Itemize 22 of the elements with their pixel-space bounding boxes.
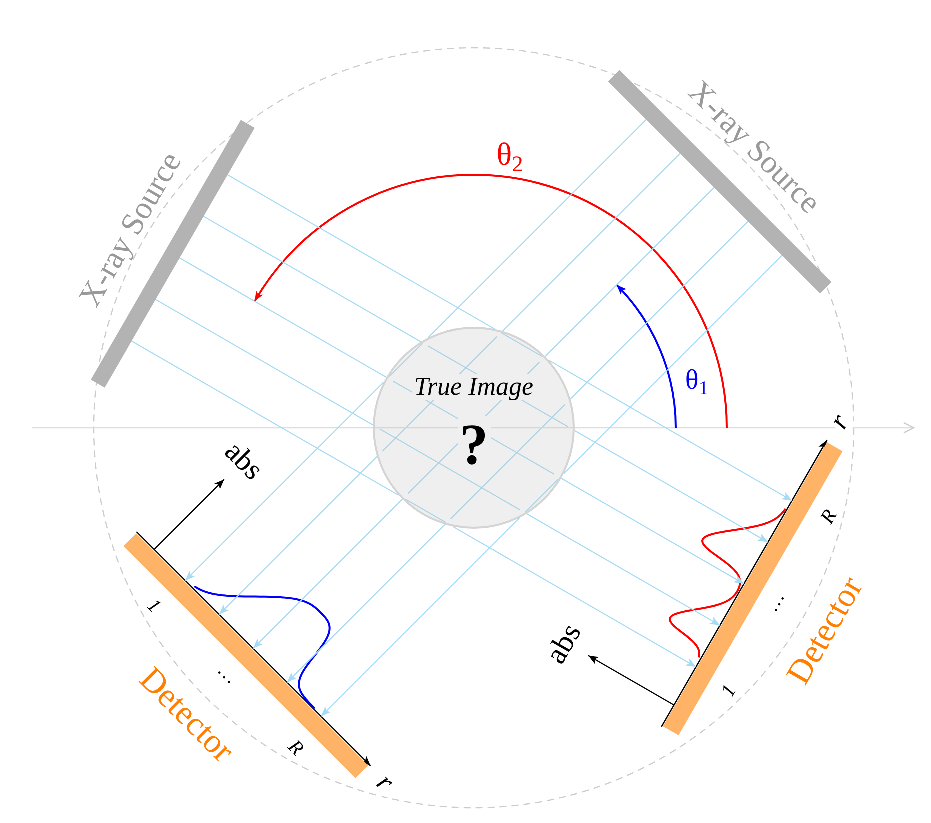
ray-arrow <box>286 524 446 683</box>
ray-arrow <box>526 514 720 626</box>
ray-line <box>131 340 400 496</box>
ray-line <box>428 119 647 338</box>
ray-line <box>545 187 715 357</box>
ray-arrow <box>561 478 744 584</box>
ray-line <box>227 174 496 330</box>
ray-line <box>564 255 783 474</box>
ray-line <box>155 299 374 426</box>
ray-line <box>203 216 422 342</box>
ray-arrow <box>548 360 792 502</box>
question-mark: ? <box>458 416 490 474</box>
ray-arrow <box>219 456 378 616</box>
ray-arrow <box>185 382 384 582</box>
ray-line <box>570 221 749 400</box>
ray-arrow <box>452 526 696 668</box>
image-title: True Image <box>412 374 536 400</box>
ray-arrow <box>320 518 520 717</box>
ray-line <box>502 153 681 332</box>
ray-line <box>179 258 387 378</box>
ray-arrow <box>253 499 403 649</box>
ray-arrow <box>574 430 768 543</box>
